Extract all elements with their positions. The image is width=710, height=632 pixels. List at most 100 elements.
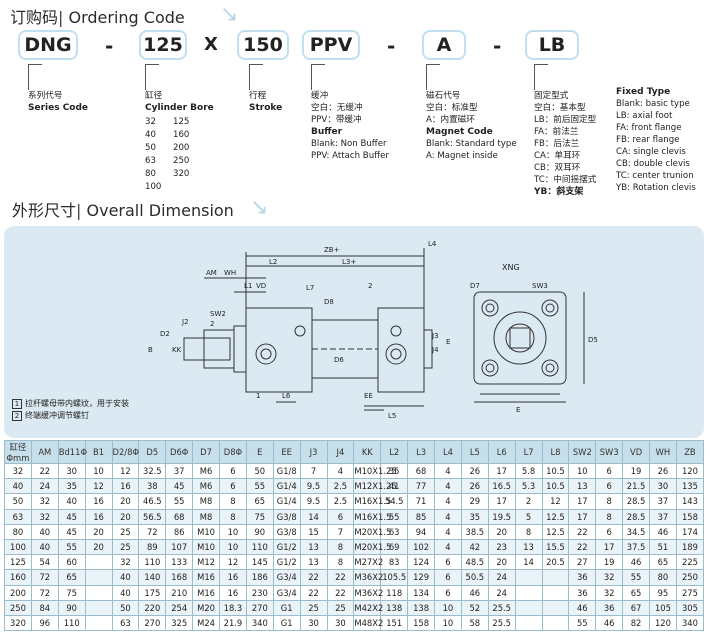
table-header-cell: D7 xyxy=(192,440,220,464)
table-cell: 84 xyxy=(30,599,59,616)
table-header-cell: KK xyxy=(353,440,382,464)
table-header-cell: D8Φ xyxy=(219,440,247,464)
table-cell: 20 xyxy=(111,493,140,510)
table-cell: 5.8 xyxy=(514,462,543,480)
table-cell: 32 xyxy=(595,569,624,586)
dim-label: L5 xyxy=(388,412,396,420)
dim-label: B xyxy=(148,346,153,354)
table-cell: 107 xyxy=(165,538,194,556)
table-cell: 16.5 xyxy=(487,478,516,495)
table-header-cell: B1 xyxy=(84,440,113,464)
table-cell: 25 xyxy=(111,538,140,556)
bore-value: 63 xyxy=(145,156,156,166)
table-cell: 69 xyxy=(380,538,409,556)
dim-label: L1 xyxy=(244,282,252,290)
code-box-series: DNG xyxy=(18,30,78,60)
table-cell xyxy=(541,599,570,616)
table-cell: 145 xyxy=(245,554,274,571)
table-cell: 26 xyxy=(649,462,677,480)
fixed-line-en: FA: front flange xyxy=(616,123,682,133)
table-cell: 29 xyxy=(460,493,489,510)
table-cell: 32 xyxy=(111,554,140,571)
bore-label-cn: 缸径 xyxy=(145,91,163,101)
fixed-line-cn: FA：前法兰 xyxy=(534,127,579,137)
table-cell: 55 xyxy=(57,538,86,556)
table-cell: 94 xyxy=(407,523,435,540)
table-cell: M16 xyxy=(192,569,220,586)
table-cell: 120 xyxy=(675,462,705,480)
bore-description: 缸径 Cylinder Bore 32 125 40 160 50 200 63… xyxy=(145,90,214,194)
dim-label: L7 xyxy=(306,284,314,292)
dim-label: D2 xyxy=(160,330,170,338)
magnet-title-cn: 磁石代号 xyxy=(426,91,461,101)
table-cell: 22 xyxy=(299,569,328,586)
code-box-fixed: LB xyxy=(525,30,579,60)
table-cell: 65 xyxy=(245,493,274,510)
table-cell: 25.5 xyxy=(487,614,516,632)
table-cell: 13 xyxy=(299,554,328,571)
table-cell: 35 xyxy=(57,478,86,495)
bore-value: 250 xyxy=(173,156,190,166)
table-cell: 220 xyxy=(138,599,167,616)
side-view-square xyxy=(473,291,567,385)
table-cell: 110 xyxy=(138,554,167,571)
table-cell: 12 xyxy=(111,462,140,480)
table-cell: 50 xyxy=(245,462,274,480)
code-separator: - xyxy=(105,34,114,58)
table-cell: 133 xyxy=(165,554,194,571)
ordering-title-en: Ordering Code xyxy=(68,8,185,27)
table-cell: 16 xyxy=(111,478,140,495)
table-header-cell: L5 xyxy=(460,440,489,464)
table-cell xyxy=(84,584,113,601)
table-cell: 16 xyxy=(219,569,247,586)
table-cell: 38.5 xyxy=(460,523,489,540)
table-cell: 25 xyxy=(299,599,328,616)
table-cell: 86 xyxy=(165,523,194,540)
note-text: 终端缓冲调节螺钉 xyxy=(25,411,89,420)
table-cell: 20 xyxy=(84,538,113,556)
fixed-title-en: Fixed Type xyxy=(616,87,671,97)
table-cell: 82 xyxy=(622,614,650,632)
table-cell: 15 xyxy=(299,523,328,540)
decorative-arrow-icon: ↘ xyxy=(220,2,239,27)
table-cell: 50.5 xyxy=(460,569,489,586)
table-cell: 36 xyxy=(568,569,597,586)
table-cell: 8 xyxy=(595,493,624,510)
table-cell: 143 xyxy=(675,493,705,510)
table-cell: G1/4 xyxy=(272,493,301,510)
table-cell: M16X1.5 xyxy=(353,508,391,525)
fixed-line-cn: CB：双耳环 xyxy=(534,163,581,173)
table-cell: M42X2 xyxy=(353,599,383,616)
dim-label: J3 xyxy=(431,332,439,340)
dim-label: D5 xyxy=(588,336,598,344)
table-cell: M12 xyxy=(192,554,220,571)
magnet-description: 磁石代号 空白：标准型 A：内置磁环 Magnet Code Blank: St… xyxy=(426,90,517,162)
connector-line xyxy=(534,64,548,65)
table-cell: 27 xyxy=(568,554,597,571)
table-cell: M48X2 xyxy=(353,614,383,632)
table-cell xyxy=(541,584,570,601)
note-number: 2 xyxy=(12,411,22,421)
table-cell: 17 xyxy=(568,508,597,525)
table-header-cell: D2/8Φ xyxy=(111,440,140,464)
table-cell: 25 xyxy=(326,599,355,616)
table-cell xyxy=(84,554,113,571)
magnet-title-en: Magnet Code xyxy=(426,127,493,137)
table-cell: 4 xyxy=(434,538,462,556)
table-cell: 7 xyxy=(326,523,355,540)
table-cell: 10.5 xyxy=(541,462,570,480)
table-cell: G3/8 xyxy=(272,508,301,525)
bore-value: 100 xyxy=(145,182,162,192)
table-cell: 83 xyxy=(380,554,409,571)
dim-label: L6 xyxy=(282,392,291,400)
table-cell: 20 xyxy=(84,523,113,540)
table-cell: 6 xyxy=(219,462,247,480)
series-label-en: Series Code xyxy=(28,103,89,113)
table-cell: 16 xyxy=(84,508,113,525)
table-cell: 42 xyxy=(460,538,489,556)
table-cell xyxy=(84,614,113,632)
